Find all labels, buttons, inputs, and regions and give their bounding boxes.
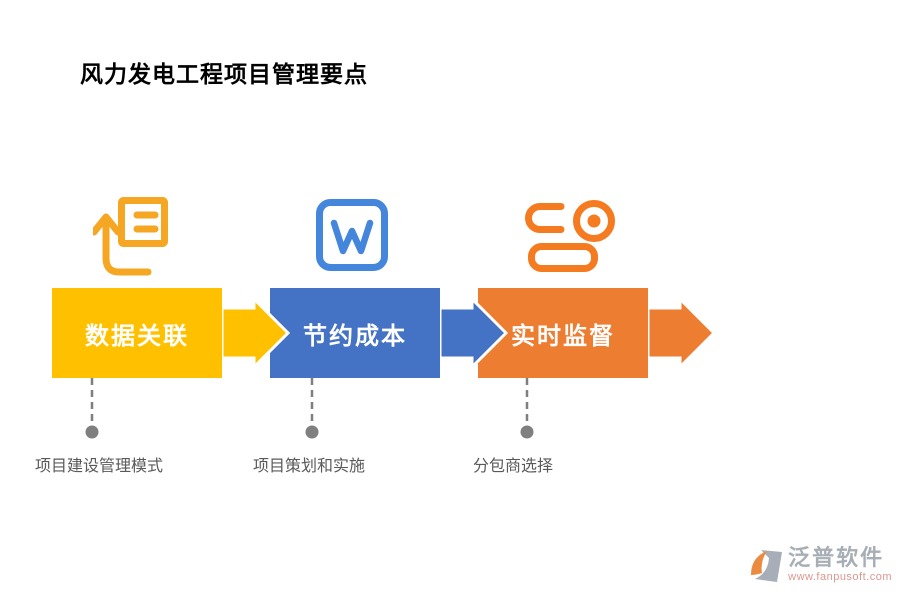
arrow-shape — [648, 296, 716, 370]
step-label: 数据关联 — [85, 322, 189, 350]
end-dot — [520, 425, 534, 439]
logo-gray-shape — [755, 550, 783, 582]
connector-line-1 — [85, 378, 99, 439]
step-label: 实时监督 — [511, 322, 615, 350]
step-box-realtime-supervision: 实时监督 — [478, 288, 648, 378]
connector-line-3 — [520, 378, 534, 439]
fanpu-logo-icon — [751, 550, 783, 582]
step-box-data-link: 数据关联 — [52, 288, 222, 378]
flow-arrow-3 — [648, 296, 716, 370]
record-ring — [573, 200, 615, 242]
flow-arrow-1 — [222, 296, 290, 370]
curved-arrow-shaft — [102, 216, 152, 276]
step-box-cost-saving: 节约成本 — [270, 288, 440, 378]
c-bracket-shape — [525, 203, 565, 233]
letter-w-glyph — [330, 219, 374, 255]
logo-orange-swoosh — [751, 551, 768, 575]
step-label: 节约成本 — [303, 322, 407, 350]
note-step-3: 分包商选择 — [473, 458, 554, 475]
camera-record-icon — [525, 200, 615, 272]
vendor-url: www.fanpusoft.com — [788, 571, 892, 583]
word-square-outline — [316, 199, 388, 271]
vendor-name: 泛普软件 — [788, 545, 885, 570]
connector-line-2 — [305, 378, 319, 439]
word-document-icon — [316, 199, 388, 271]
end-dot — [85, 425, 99, 439]
base-pill-shape — [528, 243, 598, 272]
vendor-watermark: 泛普软件 www.fanpusoft.com — [748, 547, 892, 585]
watermark-text-block: 泛普软件 www.fanpusoft.com — [788, 547, 892, 583]
arrow-shape — [440, 296, 508, 370]
note-step-2: 项目策划和实施 — [253, 458, 366, 475]
end-dot — [305, 425, 319, 439]
curved-arrow-head — [93, 213, 122, 236]
note-step-1: 项目建设管理模式 — [35, 458, 164, 475]
arrow-shape — [222, 296, 290, 370]
flow-arrow-2 — [440, 296, 508, 370]
record-dot — [587, 214, 601, 228]
page-title: 风力发电工程项目管理要点 — [80, 61, 368, 87]
document-upload-icon — [93, 197, 168, 276]
document-outline — [118, 197, 168, 247]
